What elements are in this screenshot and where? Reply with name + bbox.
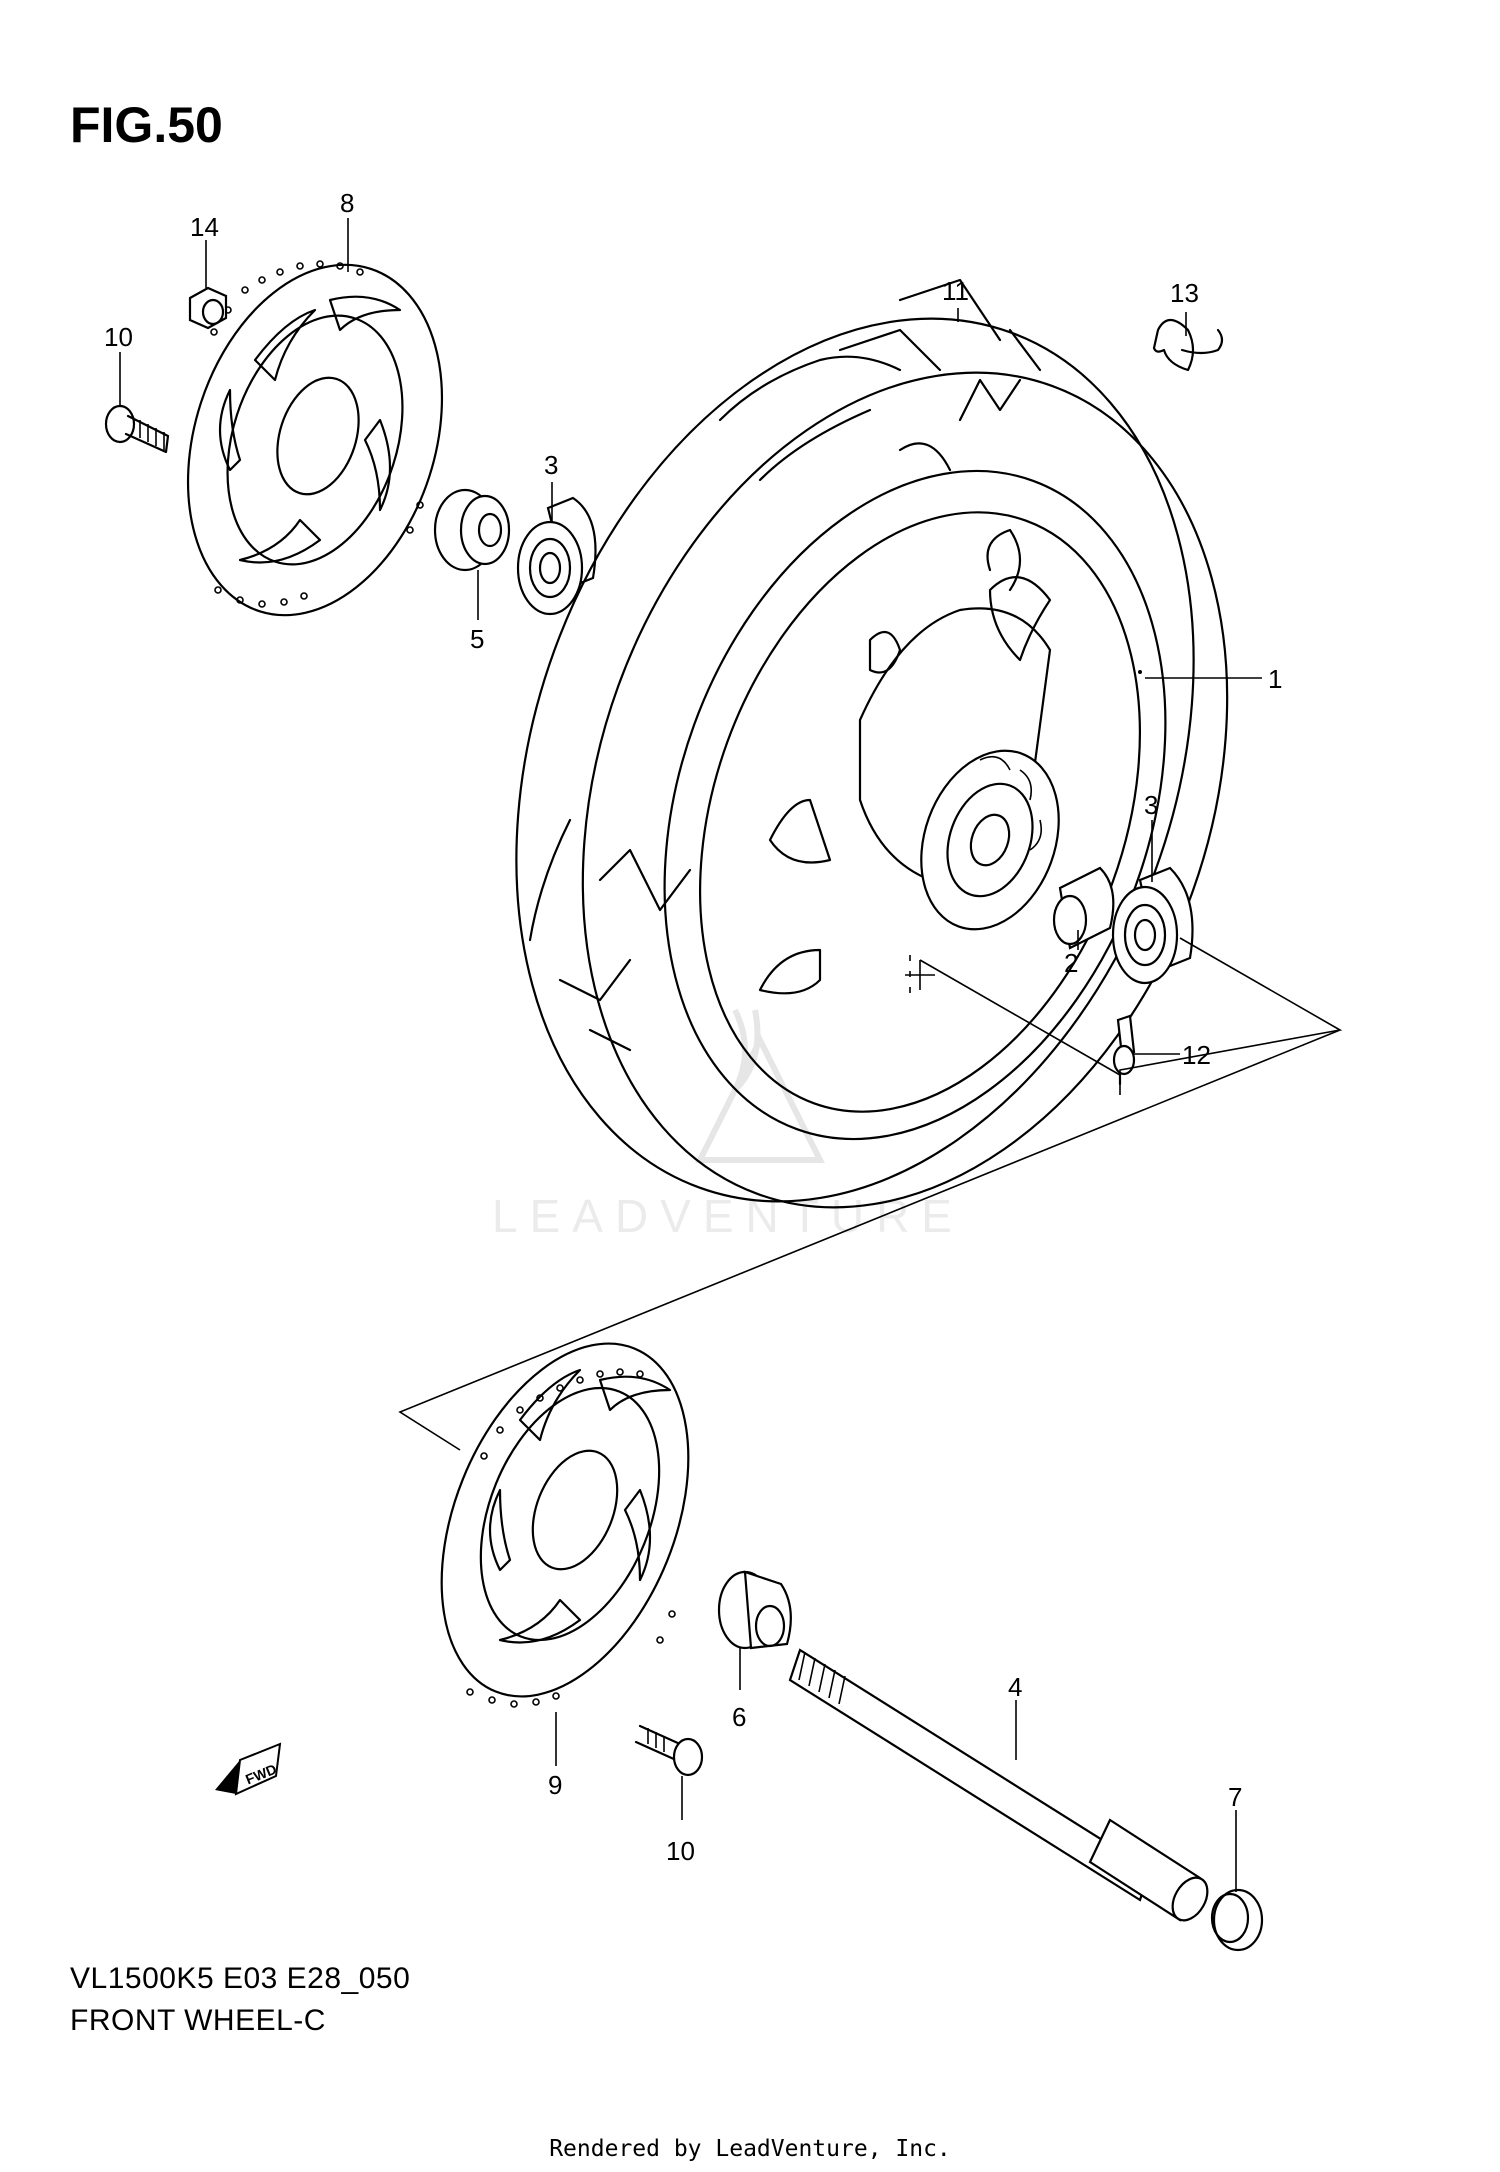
axle-cap-part-7 xyxy=(1210,1888,1264,1952)
collar-part-6 xyxy=(717,1570,792,1650)
brake-disc-upper xyxy=(186,260,444,617)
watermark-text: LEADVENTURE xyxy=(492,1190,964,1242)
callout-10b: 10 xyxy=(666,1836,695,1866)
axle-part-4 xyxy=(788,1648,1209,1922)
callout-14: 14 xyxy=(190,212,219,242)
bearing-lower xyxy=(1111,866,1194,985)
figure-title: FIG.50 xyxy=(70,97,223,153)
assembly-guide-lines xyxy=(398,937,1343,1451)
callout-4: 4 xyxy=(1008,1672,1022,1702)
callout-13: 13 xyxy=(1170,278,1199,308)
callout-3a: 3 xyxy=(544,450,558,480)
clip-part-13 xyxy=(1152,318,1224,372)
front-wheel-assembly xyxy=(515,278,1229,1209)
figure-caption: FRONT WHEEL-C xyxy=(70,2004,326,2037)
spacer-part-5 xyxy=(433,488,511,572)
callout-6: 6 xyxy=(732,1702,746,1732)
disc-bolt-upper xyxy=(104,404,170,454)
callout-8: 8 xyxy=(340,188,354,218)
callout-3b: 3 xyxy=(1144,790,1158,820)
spacer-part-2 xyxy=(1052,866,1115,950)
callout-2: 2 xyxy=(1064,948,1078,978)
valve-part-12 xyxy=(1112,1014,1136,1086)
callout-12: 12 xyxy=(1182,1040,1211,1070)
callout-9: 9 xyxy=(548,1770,562,1800)
model-code: VL1500K5 E03 E28_050 xyxy=(70,1962,411,1995)
nut-part-14 xyxy=(188,286,228,330)
callout-5: 5 xyxy=(470,624,484,654)
callout-labels: 1 2 3 3 4 5 6 7 8 9 10 10 11 xyxy=(104,188,1282,1892)
brake-disc-lower xyxy=(440,1342,690,1708)
callout-1: 1 xyxy=(1268,664,1282,694)
callout-10a: 10 xyxy=(104,322,133,352)
forward-direction-arrow: FWD xyxy=(215,1742,282,1796)
callout-7: 7 xyxy=(1228,1782,1242,1812)
rendered-by-footer: Rendered by LeadVenture, Inc. xyxy=(549,2136,951,2162)
bearing-upper xyxy=(516,496,597,616)
watermark: LEADVENTURE xyxy=(492,1008,964,1242)
disc-bolt-lower xyxy=(634,1724,704,1777)
callout-11: 11 xyxy=(942,276,969,306)
